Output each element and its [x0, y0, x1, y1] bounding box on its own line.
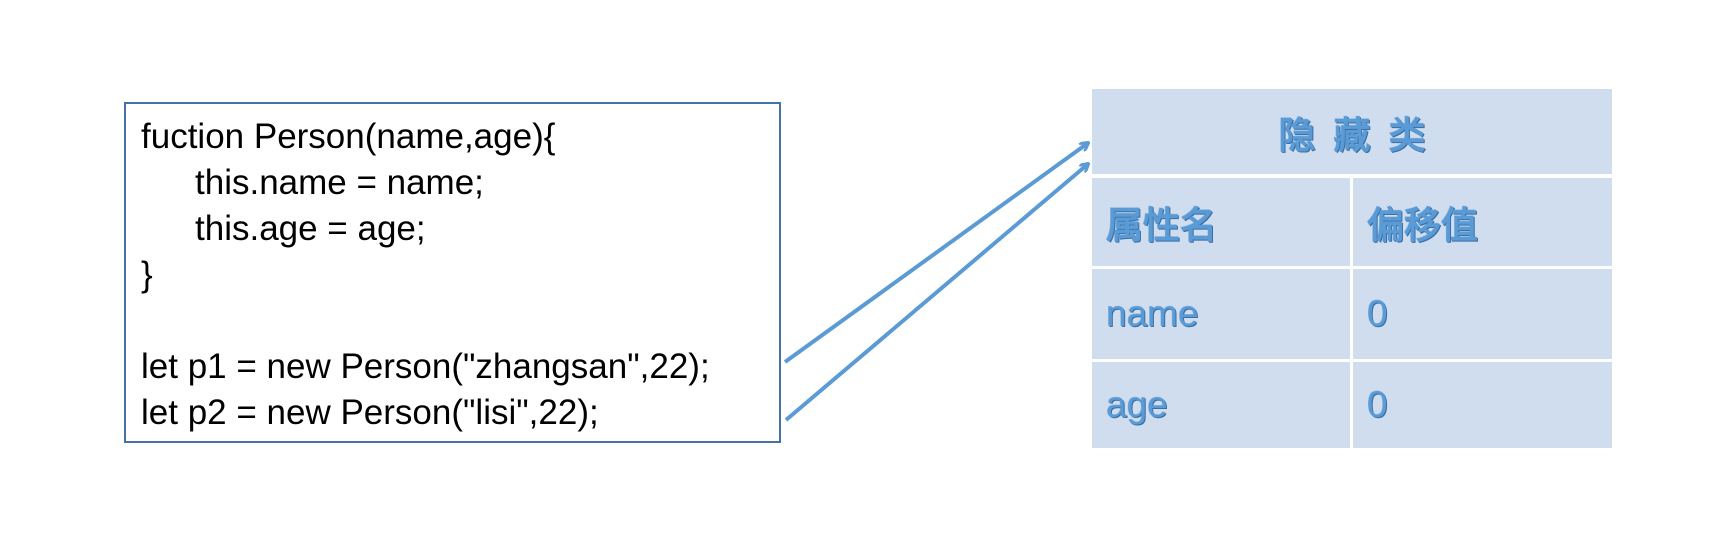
table-cell: age	[1092, 362, 1350, 448]
code-line	[141, 298, 779, 344]
table-row: age 0	[1092, 362, 1612, 448]
arrow-p1	[783, 143, 1088, 364]
code-line: }	[141, 255, 153, 294]
table-cell: 0	[1353, 362, 1612, 448]
table-title: 隐藏类	[1278, 114, 1444, 156]
arrow-p2	[784, 164, 1088, 422]
table-cell: 0	[1353, 269, 1612, 359]
header-offset: 偏移值	[1367, 205, 1478, 246]
hidden-class-table: 隐藏类 属性名 偏移值 name 0 age 0	[1092, 89, 1612, 448]
cell-offset: 0	[1367, 384, 1388, 425]
table-cell: name	[1092, 269, 1350, 359]
table-header-row: 属性名 偏移值	[1092, 178, 1612, 266]
code-line: fuction Person(name,age){	[141, 117, 556, 156]
header-cell: 属性名	[1092, 178, 1350, 266]
cell-property: name	[1106, 293, 1199, 334]
header-property-name: 属性名	[1106, 205, 1217, 246]
cell-property: age	[1106, 384, 1168, 425]
table-title-cell: 隐藏类	[1092, 89, 1612, 174]
code-line: this.age = age;	[195, 209, 426, 248]
code-line: let p2 = new Person("lisi",22);	[141, 393, 599, 432]
code-line: let p1 = new Person("zhangsan",22);	[141, 347, 710, 386]
header-cell: 偏移值	[1353, 178, 1612, 266]
code-line: this.name = name;	[195, 163, 484, 202]
code-box: fuction Person(name,age){ this.name = na…	[124, 102, 781, 443]
cell-offset: 0	[1367, 293, 1388, 334]
table-row: name 0	[1092, 269, 1612, 359]
